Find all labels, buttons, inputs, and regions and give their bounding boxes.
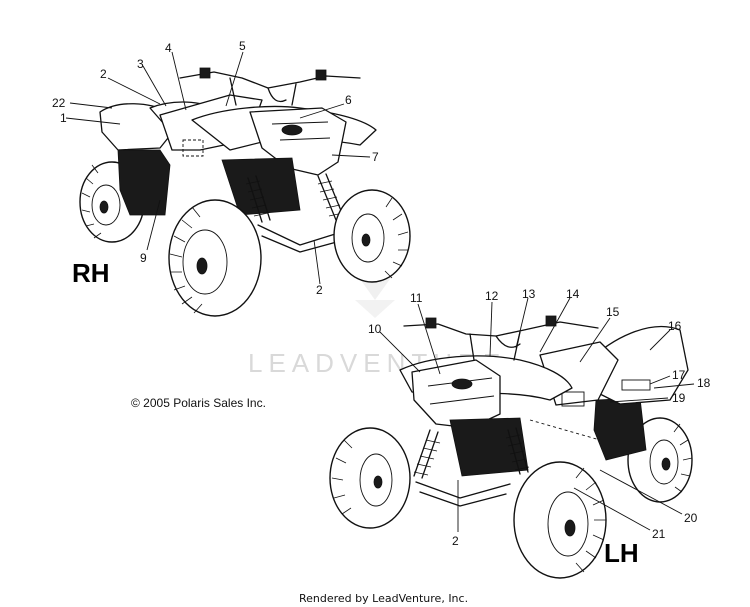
- callout-20: 20: [684, 511, 698, 525]
- callout-1: 1: [60, 111, 67, 125]
- rh-view-label: RH: [72, 258, 110, 288]
- callout-7: 7: [372, 150, 379, 164]
- footer-credit: Rendered by LeadVenture, Inc.: [299, 592, 468, 605]
- callout-10: 10: [368, 322, 382, 336]
- callout-16: 16: [668, 319, 682, 333]
- lh-leader-lines: [379, 297, 695, 532]
- callout-9: 9: [140, 251, 147, 265]
- callout-14: 14: [566, 287, 580, 301]
- callout-6: 6: [345, 93, 352, 107]
- callout-2: 2: [100, 67, 107, 81]
- lh-callouts: 10 11 12 13 14 15 16 17 18 19 20 21 2: [368, 287, 711, 548]
- atv-rh-illustration: [79, 67, 411, 317]
- callout-2-lower: 2: [316, 283, 323, 297]
- atv-lh-illustration: [329, 315, 693, 579]
- callout-4: 4: [165, 41, 172, 55]
- rh-callouts: 22 1 2 3 4 5 6 7 9 2: [52, 39, 379, 297]
- rh-leader-lines: [65, 51, 371, 285]
- callout-13: 13: [522, 287, 536, 301]
- callout-22: 22: [52, 96, 66, 110]
- callout-21: 21: [652, 527, 666, 541]
- callout-3: 3: [137, 57, 144, 71]
- callout-18: 18: [697, 376, 711, 390]
- copyright-text: © 2005 Polaris Sales Inc.: [131, 396, 266, 410]
- callout-2-lh: 2: [452, 534, 459, 548]
- callout-5: 5: [239, 39, 246, 53]
- callout-19: 19: [672, 391, 686, 405]
- lh-view-label: LH: [604, 538, 639, 568]
- callout-17: 17: [672, 368, 686, 382]
- callout-11: 11: [410, 291, 423, 305]
- callout-15: 15: [606, 305, 620, 319]
- callout-12: 12: [485, 289, 499, 303]
